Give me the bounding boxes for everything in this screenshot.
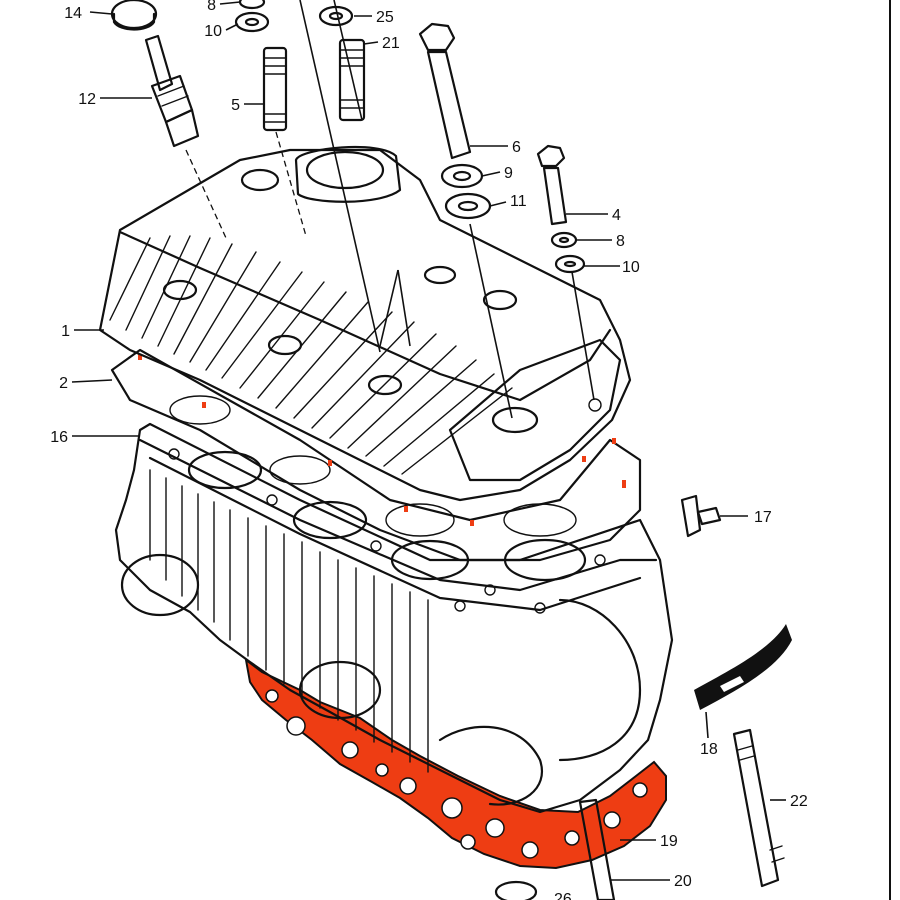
cylinder-head xyxy=(98,146,632,502)
cylinder-head-right-cover xyxy=(448,338,622,482)
gasket-hole xyxy=(265,689,279,703)
label-16: 16 xyxy=(50,429,68,446)
spark-plug xyxy=(144,34,200,148)
label-4: 4 xyxy=(612,207,621,224)
cylinder-head-center-port xyxy=(294,146,402,203)
gasket-hole xyxy=(375,763,389,777)
gasket-hole xyxy=(460,834,476,850)
washer-9 xyxy=(440,163,484,189)
head-bolt-hole xyxy=(588,398,602,412)
stud-22 xyxy=(732,728,785,888)
cylinder-barrels xyxy=(120,553,642,806)
base-gasket xyxy=(244,657,667,870)
head-gasket-holes xyxy=(169,395,577,537)
spark-plug-port xyxy=(491,406,539,434)
gasket-hole xyxy=(286,716,306,736)
stud-20 xyxy=(578,798,616,900)
cylinder-head-top-edge xyxy=(118,230,612,402)
label-18: 18 xyxy=(700,741,718,758)
cylinder-block xyxy=(114,422,674,814)
washers xyxy=(234,0,586,274)
label-1: 1 xyxy=(61,323,70,340)
label-26: 26 xyxy=(554,891,572,900)
label-5: 5 xyxy=(231,97,240,114)
washer-26 xyxy=(494,880,538,900)
cylinder-block-fins xyxy=(149,469,429,773)
washer-11 xyxy=(444,192,492,220)
label-9: 9 xyxy=(504,165,513,182)
label-22: 22 xyxy=(790,793,808,810)
cylinder-deck-holes xyxy=(168,448,606,614)
label-20: 20 xyxy=(674,873,692,890)
cylinder-block-outline xyxy=(114,422,674,814)
gasket-hole xyxy=(564,830,580,846)
gasket-hole xyxy=(341,741,359,759)
label-11: 11 xyxy=(510,193,527,210)
head-gasket-red-marks xyxy=(138,354,626,526)
washer-10-right xyxy=(554,254,586,274)
stud-5 xyxy=(262,46,288,132)
gasket-hole xyxy=(603,811,621,829)
label-8-right: 8 xyxy=(616,233,625,250)
part-labels: 14 8 10 25 21 12 5 6 9 11 4 8 10 1 2 16 … xyxy=(50,0,808,900)
label-leaders xyxy=(71,1,786,881)
label-2: 2 xyxy=(59,375,68,392)
bolt-6 xyxy=(418,22,472,160)
cylinder-block-deck-edge xyxy=(148,456,642,612)
fitting-17 xyxy=(680,494,722,538)
label-10-right: 10 xyxy=(622,259,640,276)
label-25: 25 xyxy=(376,9,394,26)
cylinder-head-bosses xyxy=(162,168,518,396)
gasket-hole xyxy=(441,797,463,819)
label-8-top: 8 xyxy=(207,0,216,14)
washer-8-right xyxy=(550,231,578,249)
center-port-opening xyxy=(305,150,385,190)
label-10-top: 10 xyxy=(204,23,222,40)
cylinder-head-outline xyxy=(98,148,632,502)
label-21: 21 xyxy=(382,35,400,52)
gasket-hole xyxy=(485,818,505,838)
washer-10-top xyxy=(234,11,270,33)
cap-14 xyxy=(110,0,158,31)
cylinder-head-fins xyxy=(109,235,513,475)
gasket-hole xyxy=(521,841,539,859)
assembly-lines xyxy=(185,0,595,419)
stud-21 xyxy=(338,38,366,122)
cylinder-block-deck xyxy=(138,438,658,592)
washer-8-top xyxy=(238,0,266,10)
gasket-hole xyxy=(399,777,417,795)
gasket-hole xyxy=(632,782,648,798)
head-gasket-outline xyxy=(110,348,642,562)
strip-18 xyxy=(694,624,792,710)
head-gasket xyxy=(110,348,642,562)
cylinder-bores xyxy=(187,450,587,582)
label-6: 6 xyxy=(512,139,521,156)
label-12: 12 xyxy=(78,91,96,108)
base-gasket-outline xyxy=(244,657,667,870)
label-19: 19 xyxy=(660,833,678,850)
label-17: 17 xyxy=(754,509,772,526)
label-14: 14 xyxy=(64,5,82,22)
bolt-4 xyxy=(536,144,568,226)
